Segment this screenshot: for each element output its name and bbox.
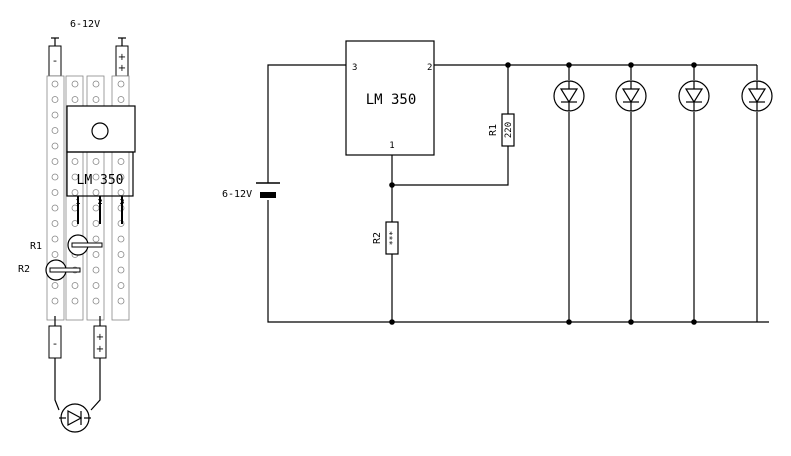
bottom-minus-sign: - <box>53 337 57 350</box>
junction-dot <box>389 319 395 325</box>
junction-dot <box>389 182 395 188</box>
stripboard-pin2: 2 <box>98 198 103 206</box>
led-4 <box>741 65 773 322</box>
stripboard-r1: R1 <box>30 234 103 256</box>
stripboard-hole <box>117 251 125 258</box>
stripboard-hole <box>51 189 59 196</box>
battery-label: 6-12V <box>222 189 252 200</box>
stripboard-hole <box>51 282 59 289</box>
schematic-leds <box>553 65 773 322</box>
stripboard-hole <box>51 96 59 103</box>
schematic-wires <box>267 64 769 323</box>
stripboard-hole <box>71 96 79 103</box>
stripboard-hole <box>71 189 79 196</box>
regulator-pin-adj: 1 <box>389 141 394 151</box>
bottom-minus-connector: - <box>48 316 62 359</box>
stripboard-r2: R2 <box>18 259 81 281</box>
led-2 <box>615 65 647 322</box>
stripboard-hole <box>71 80 79 88</box>
stripboard-hole <box>92 266 100 274</box>
schematic-r2: R2 *** <box>372 221 399 255</box>
bottom-plus-sign-2: + <box>96 344 104 355</box>
stripboard-hole <box>117 189 125 196</box>
junction-dot <box>505 62 511 68</box>
stripboard-hole <box>117 235 125 243</box>
r1-value: 220 <box>504 122 514 138</box>
schematic-battery: 6-12V <box>222 182 280 200</box>
regulator-label: LM 350 <box>366 92 417 108</box>
regulator-pin-in: 3 <box>352 63 357 73</box>
top-plus-sign-2: + <box>118 63 126 74</box>
stripboard-hole <box>117 173 125 181</box>
stripboard-regulator: LM 350 1 2 3 <box>66 105 136 224</box>
stripboard-hole <box>51 80 59 88</box>
stripboard-hole <box>92 297 100 305</box>
schematic: LM 350 3 2 1 6-12V R1 220 R2 *** <box>222 40 773 325</box>
top-plus-sign-1: + <box>118 52 126 63</box>
top-plus-connector: + + <box>115 37 129 77</box>
stripboard-hole <box>92 96 100 103</box>
stripboard-hole <box>117 297 125 305</box>
top-minus-connector: - <box>48 37 62 77</box>
stripboard-hole <box>51 297 59 305</box>
stripboard-r2-label: R2 <box>18 264 30 275</box>
r1-label: R1 <box>488 124 499 136</box>
schematic-junctions <box>389 62 697 325</box>
stripboard-layout: 6-12V - + + LM 350 <box>18 19 136 433</box>
schematic-r1: R1 220 <box>488 113 515 147</box>
stripboard-hole <box>117 282 125 289</box>
stripboard-pin3: 3 <box>120 198 125 206</box>
stripboard-r1-label: R1 <box>30 241 42 252</box>
led-1 <box>553 65 585 322</box>
stripboard-hole <box>92 173 100 181</box>
stripboard-hole <box>92 282 100 289</box>
stripboard-chip-label: LM 350 <box>77 173 124 188</box>
bottom-plus-sign-1: + <box>96 332 104 343</box>
stripboard-hole <box>51 251 59 258</box>
stripboard-hole <box>92 220 100 227</box>
stripboard-hole <box>92 251 100 258</box>
stripboard-hole <box>117 266 125 274</box>
stripboard-hole <box>71 297 79 305</box>
stripboard-hole <box>51 204 59 212</box>
schematic-regulator: LM 350 3 2 1 <box>345 40 435 156</box>
stripboard-supply-label: 6-12V <box>70 19 100 30</box>
stripboard-hole <box>51 127 59 134</box>
stripboard-hole <box>51 142 59 150</box>
stripboard-hole <box>51 235 59 243</box>
stripboard-pin1: 1 <box>76 198 81 206</box>
stripboard-hole <box>92 158 100 165</box>
stripboard-hole <box>71 173 79 181</box>
stripboard-hole <box>71 282 79 289</box>
stripboard-hole <box>117 158 125 165</box>
stripboard-hole <box>71 158 79 165</box>
stripboard-hole <box>51 220 59 227</box>
r2-value: *** <box>388 231 397 246</box>
stripboard-hole <box>92 80 100 88</box>
r2-label: R2 <box>372 232 383 244</box>
led-3 <box>678 65 710 322</box>
regulator-pin-out: 2 <box>427 63 432 73</box>
stripboard-hole <box>117 80 125 88</box>
bottom-plus-connector: + + <box>93 316 107 359</box>
stripboard-hole <box>51 158 59 165</box>
top-minus-sign: - <box>53 54 57 67</box>
stripboard-hole <box>92 189 100 196</box>
stripboard-hole <box>117 96 125 103</box>
stripboard-led <box>54 358 101 433</box>
stripboard-hole <box>92 235 100 243</box>
stripboard-hole <box>51 111 59 119</box>
stripboard-hole <box>51 173 59 181</box>
